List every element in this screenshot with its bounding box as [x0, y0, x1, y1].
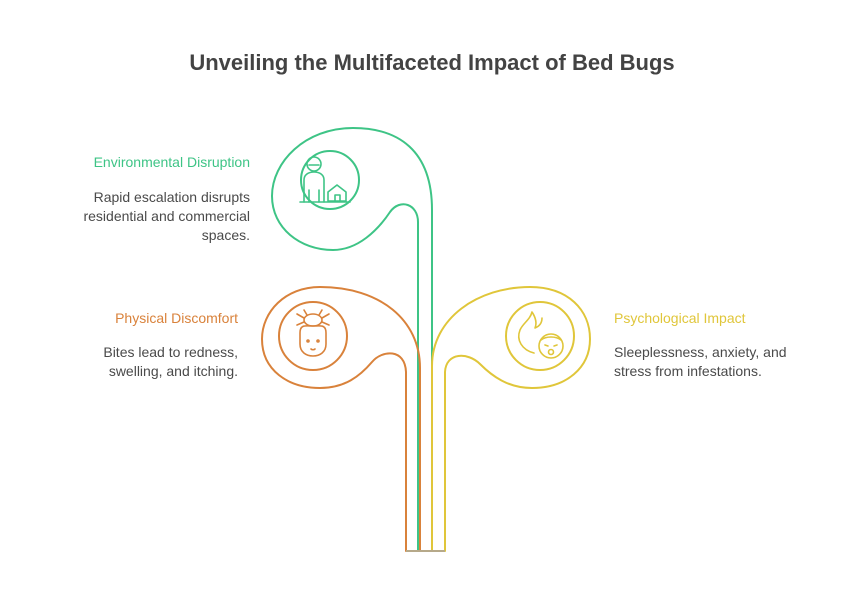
person-with-house-icon: [299, 156, 351, 203]
psychological-loop-outer: [431, 286, 591, 552]
diagram-title: Unveiling the Multifaceted Impact of Bed…: [189, 50, 675, 75]
psychological-description: Sleeplessness, anxiety, and stress from …: [614, 343, 834, 381]
person-with-bug-icon: [296, 309, 330, 357]
description-line: Bites lead to redness,: [103, 344, 238, 360]
description-line: Sleeplessness, anxiety, and: [614, 344, 787, 360]
environmental-branch: [271, 127, 433, 552]
physical-icon-ring: [278, 301, 348, 371]
psychological-icon-ring: [505, 301, 575, 371]
environmental-label: Environmental Disruption: [93, 154, 250, 170]
description-line: spaces.: [201, 227, 250, 243]
description-line: Rapid escalation disrupts: [93, 189, 250, 205]
environmental-loop-outer: [271, 127, 433, 552]
description-line: swelling, and itching.: [108, 363, 238, 379]
psychological-branch: [431, 286, 591, 552]
anxious-face-with-flame-icon: [518, 311, 564, 359]
environmental-description: Rapid escalation disrupts residential an…: [30, 188, 250, 245]
physical-description: Bites lead to redness, swelling, and itc…: [30, 343, 238, 381]
description-line: stress from infestations.: [614, 363, 762, 379]
description-line: residential and commercial: [83, 208, 250, 224]
physical-label: Physical Discomfort: [115, 310, 238, 326]
environmental-icon-ring: [300, 150, 360, 210]
psychological-label: Psychological Impact: [614, 310, 746, 326]
physical-branch: [261, 286, 421, 552]
physical-loop-outer: [261, 286, 421, 552]
